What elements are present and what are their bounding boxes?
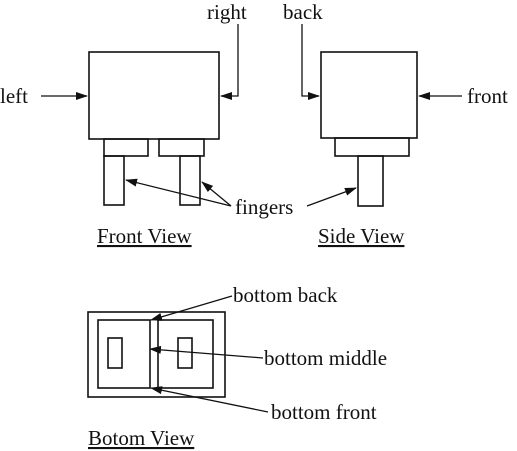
label-bottom-middle: bottom middle bbox=[264, 346, 387, 370]
label-bottom-front: bottom front bbox=[271, 400, 377, 424]
front-view-right-finger-base bbox=[158, 138, 205, 157]
fingers-leader-left bbox=[125, 178, 232, 207]
side-view-body bbox=[320, 51, 418, 139]
caption-side-view: Side View bbox=[318, 224, 405, 248]
front-view-left-finger bbox=[103, 155, 125, 206]
bottom-front-leader bbox=[150, 386, 269, 413]
label-back: back bbox=[283, 0, 323, 24]
bottom-view-right-slot bbox=[177, 337, 193, 369]
caption-front-view: Front View bbox=[97, 224, 192, 248]
bottom-view-left-slot bbox=[107, 337, 123, 369]
side-view-finger-base bbox=[334, 137, 410, 157]
front-view bbox=[88, 51, 220, 206]
caption-bottom-view: Botom View bbox=[88, 426, 195, 450]
side-view-finger bbox=[357, 155, 384, 207]
bottom-back-leader bbox=[150, 295, 233, 321]
fingers-leader-right bbox=[306, 187, 357, 207]
front-view-left-finger-base bbox=[103, 138, 149, 157]
label-right: right bbox=[207, 0, 247, 24]
fingers-leader-middle bbox=[201, 181, 232, 207]
bottom-middle-leader bbox=[149, 345, 264, 359]
bottom-view bbox=[87, 311, 226, 398]
back-arrow bbox=[301, 24, 320, 100]
label-left: left bbox=[0, 84, 28, 108]
front-view-right-finger bbox=[179, 155, 201, 206]
bottom-view-left-pad bbox=[97, 319, 151, 389]
label-fingers: fingers bbox=[235, 195, 293, 219]
label-bottom-back: bottom back bbox=[233, 283, 338, 307]
label-front: front bbox=[467, 84, 508, 108]
right-arrow bbox=[220, 24, 239, 100]
front-view-body bbox=[88, 51, 220, 140]
side-view bbox=[320, 51, 418, 207]
